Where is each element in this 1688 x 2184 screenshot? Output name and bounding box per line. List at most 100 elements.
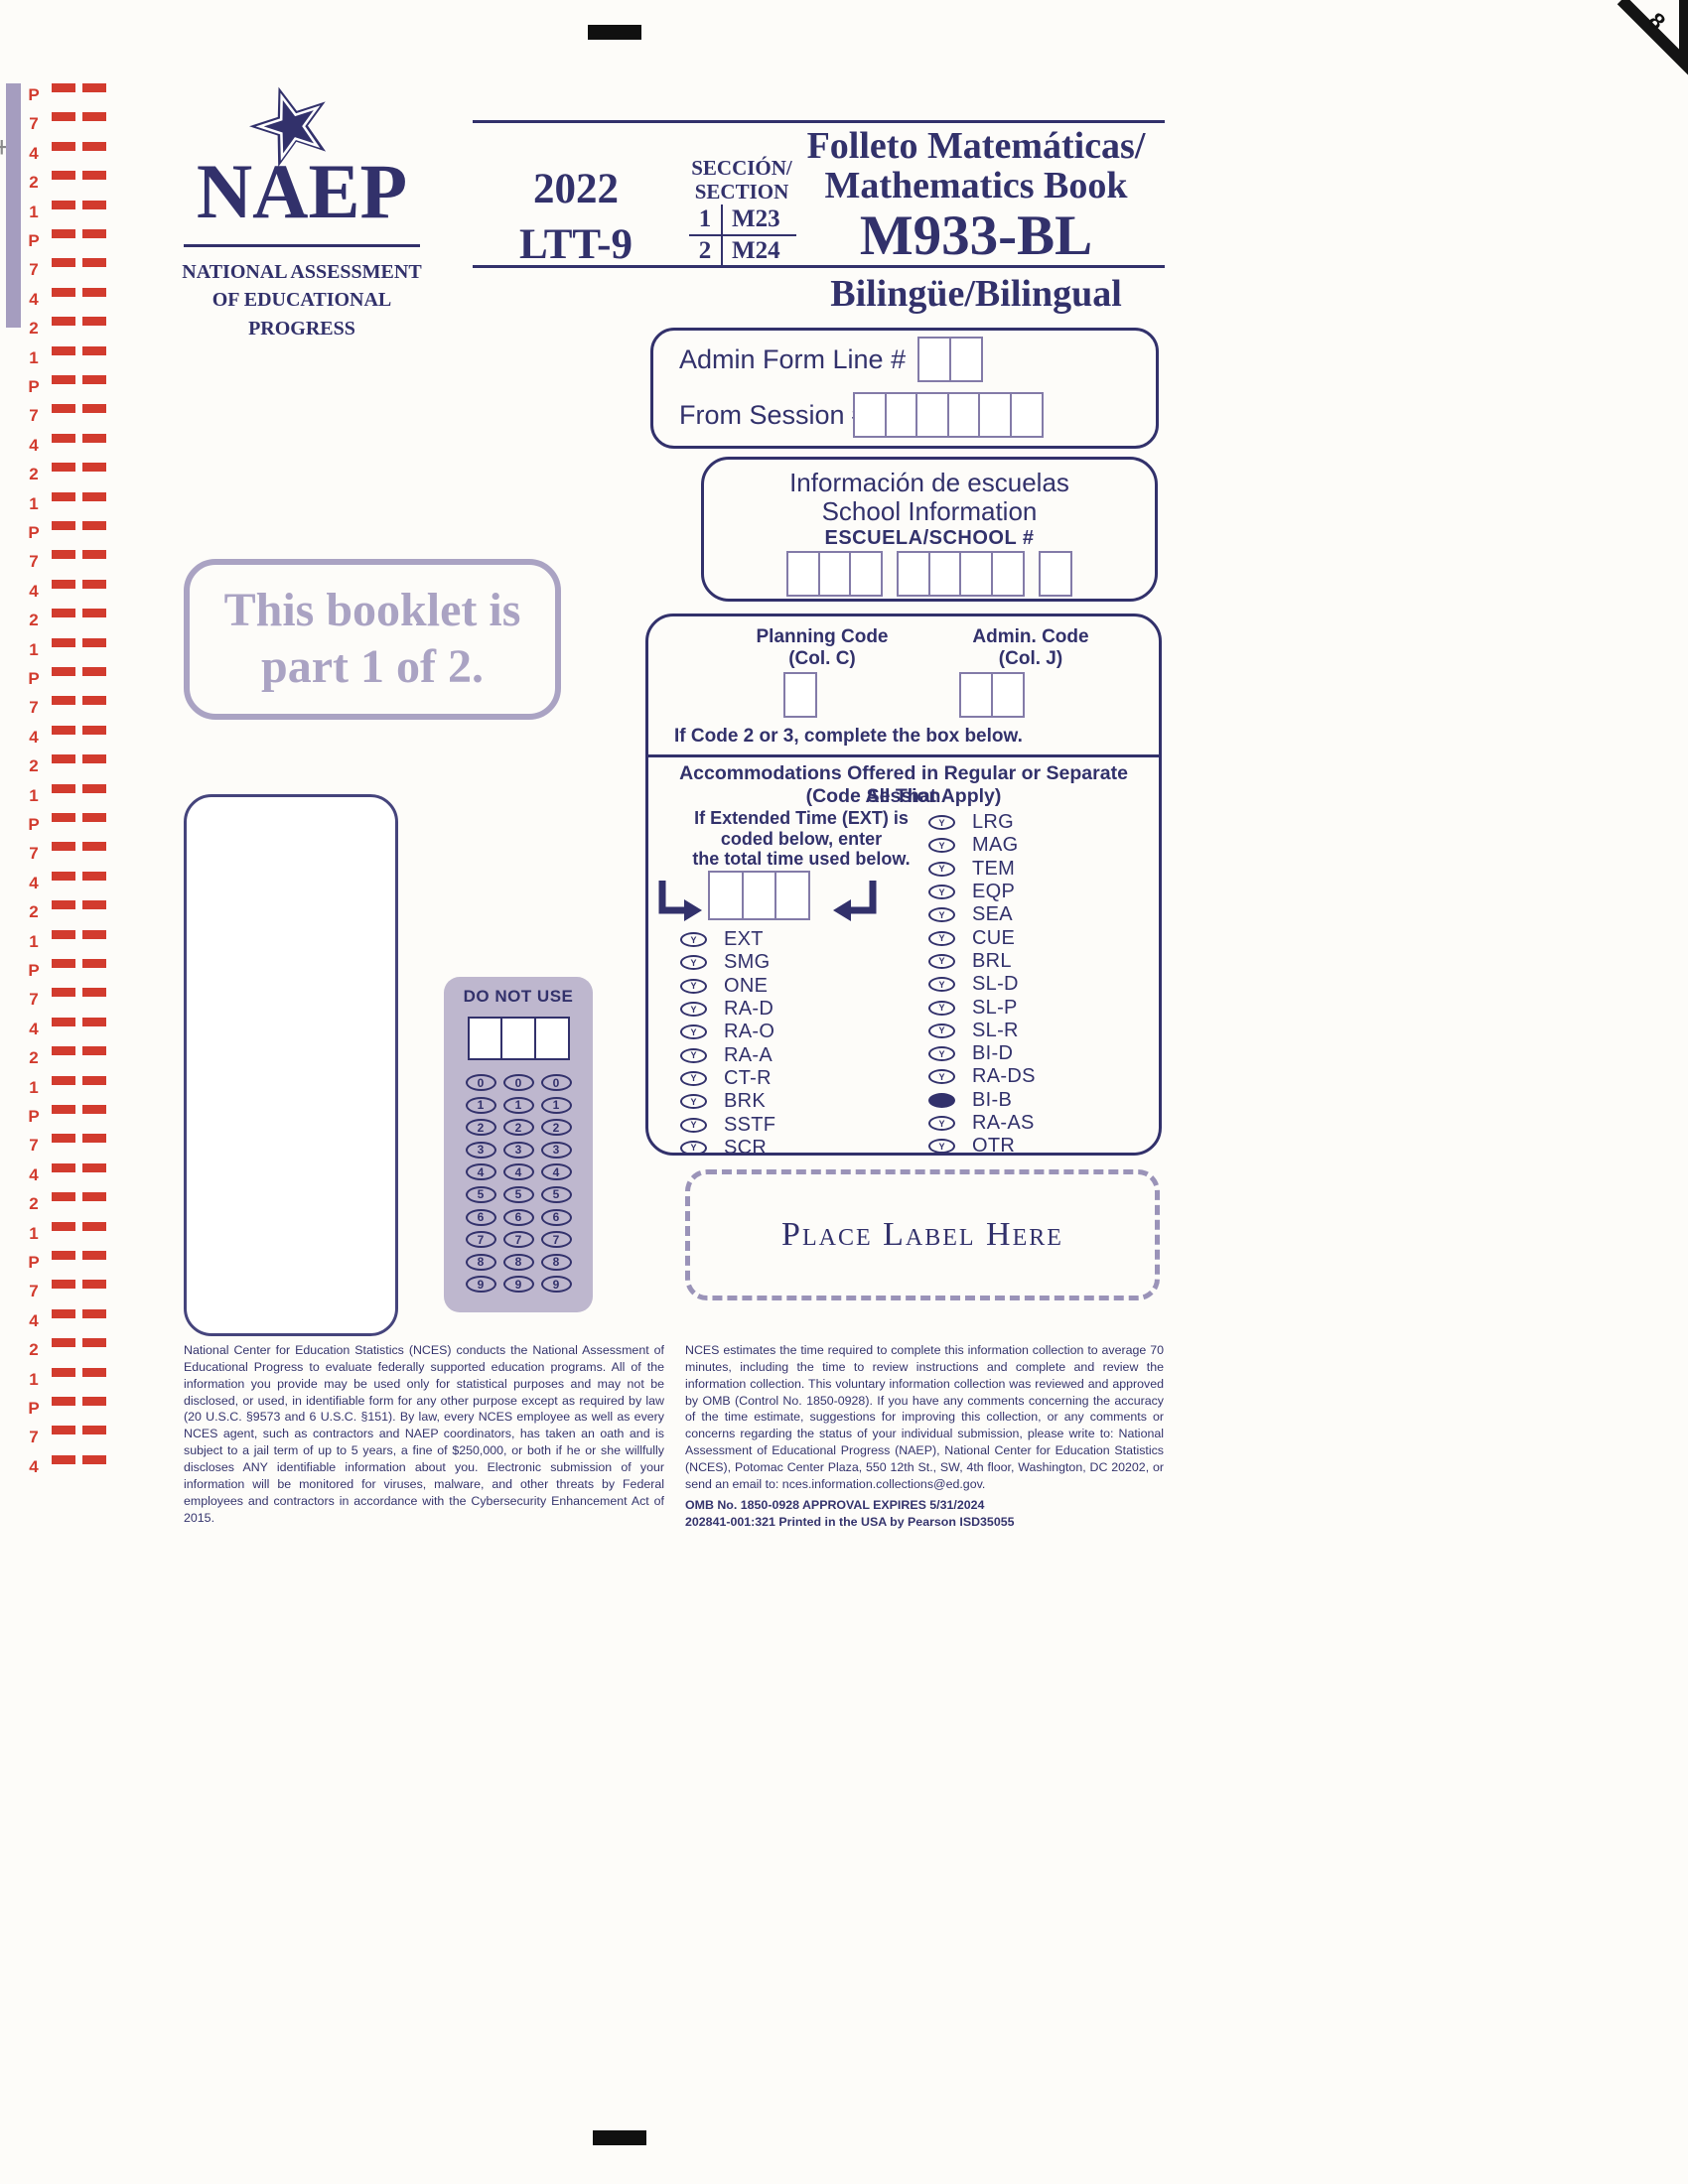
entry-cell — [959, 672, 993, 718]
timing-mark — [52, 842, 107, 852]
spine-letter: 1 — [29, 347, 39, 367]
digit-bubble: 9 — [502, 1276, 534, 1294]
spine-letter: 4 — [29, 1164, 39, 1184]
entry-cell — [959, 551, 994, 597]
arrow-left-icon — [833, 881, 877, 921]
timing-mark — [52, 579, 107, 589]
timing-mark — [52, 1308, 107, 1318]
entry-cell — [948, 337, 983, 382]
timing-mark — [52, 200, 107, 209]
admin-form-line-label: Admin Form Line # — [679, 344, 907, 374]
accommodation-label: BI-B — [972, 1088, 1013, 1111]
ext-note-line3: the total time used below. — [692, 849, 911, 870]
response-bubble: Y — [680, 1140, 707, 1156]
title-line-es: Folleto Matemáticas/ — [806, 125, 1146, 167]
spine-letter: 4 — [29, 289, 39, 309]
digit-bubble: 5 — [502, 1185, 534, 1203]
header-rule-top — [473, 120, 1165, 123]
spine-letter: 1 — [29, 639, 39, 659]
digit-bubble: 4 — [502, 1163, 534, 1181]
digit-bubble: 6 — [540, 1208, 572, 1226]
response-bubble: Y — [680, 1094, 707, 1110]
spine-letter: 4 — [29, 1019, 39, 1038]
entry-cell — [783, 672, 817, 718]
accommodation-label: MAG — [972, 834, 1019, 857]
digit-bubble: 4 — [540, 1163, 572, 1181]
digit-bubble: 4 — [465, 1163, 496, 1181]
digit-bubble: 5 — [540, 1185, 572, 1203]
entry-cell — [849, 551, 884, 597]
entry-cell — [884, 392, 918, 438]
admin-code-cells — [959, 672, 1025, 718]
timing-mark — [52, 141, 107, 151]
spine-letter: P — [28, 231, 40, 250]
accommodation-label: SL-P — [972, 996, 1018, 1019]
timing-mark — [52, 1192, 107, 1202]
digit-bubble: 2 — [465, 1119, 496, 1137]
digit-bubble: 7 — [540, 1231, 572, 1249]
school-info-title-en: School Information — [821, 496, 1038, 526]
timing-mark — [52, 1017, 107, 1026]
timing-mark — [52, 871, 107, 881]
timing-mark — [52, 1397, 107, 1406]
from-session-cells — [853, 392, 1044, 438]
response-bubble: Y — [680, 1024, 707, 1040]
timing-mark — [52, 988, 107, 998]
spine-letter: P — [28, 961, 40, 980]
digit-bubble: 3 — [465, 1141, 496, 1159]
spine-letter: 7 — [29, 552, 39, 572]
digit-bubble: 9 — [465, 1276, 496, 1294]
section-code: M23 — [732, 205, 780, 232]
response-bubble: Y — [928, 1000, 955, 1016]
registration-mark-top — [588, 25, 641, 40]
response-bubble: Y — [928, 953, 955, 969]
digit-bubble: 5 — [465, 1185, 496, 1203]
spine-letter: 7 — [29, 844, 39, 864]
timing-mark — [52, 813, 107, 822]
entry-cell — [917, 337, 951, 382]
print-info-line: 202841-001:321 Printed in the USA by Pea… — [685, 1514, 1015, 1529]
spine-letter: 4 — [29, 873, 39, 892]
accommodation-label: TEM — [972, 857, 1016, 880]
entry-cell — [978, 392, 1012, 438]
edge-cross-mark: + — [0, 131, 11, 165]
response-bubble: Y — [928, 1023, 955, 1038]
school-number-label: ESCUELA/SCHOOL # — [824, 527, 1035, 549]
response-bubble: Y — [928, 861, 955, 877]
spine-letter: 7 — [29, 990, 39, 1010]
timing-mark — [52, 404, 107, 414]
response-bubble: Y — [928, 885, 955, 900]
timing-mark — [52, 1454, 107, 1464]
entry-cell — [990, 551, 1025, 597]
section-label-en: SECTION — [694, 179, 789, 204]
school-cells-group2 — [897, 551, 1025, 597]
school-cells-group3 — [1038, 551, 1072, 597]
extended-time-cells — [708, 871, 810, 920]
place-label-text: Place Label Here — [781, 1216, 1063, 1253]
spine-letter: 4 — [29, 581, 39, 601]
accommodation-label: RA-A — [724, 1043, 773, 1066]
timing-mark — [52, 1338, 107, 1348]
spine-letter: 1 — [29, 1369, 39, 1389]
timing-mark — [52, 229, 107, 238]
spine-letter: 2 — [29, 465, 39, 484]
timing-mark — [52, 1221, 107, 1231]
legal-notice-right: NCES estimates the time required to comp… — [685, 1342, 1164, 1530]
digit-bubble: 3 — [540, 1141, 572, 1159]
entry-cell — [467, 1017, 503, 1060]
digit-bubble: 8 — [540, 1253, 572, 1271]
logo-divider — [184, 244, 420, 247]
burden-statement: NCES estimates the time required to comp… — [685, 1343, 1164, 1491]
timing-mark — [52, 900, 107, 910]
response-bubble: Y — [680, 978, 707, 994]
